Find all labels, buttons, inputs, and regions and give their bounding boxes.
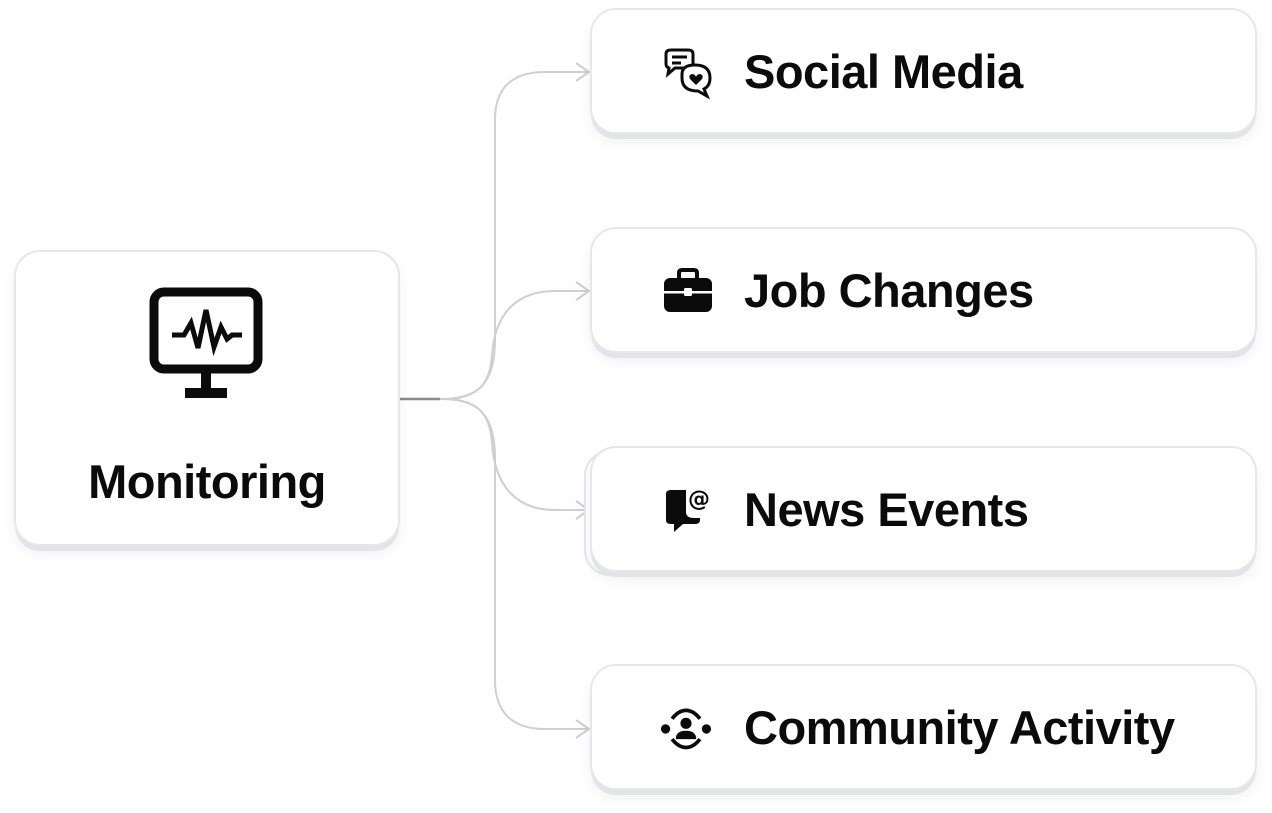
svg-text:@: @ (688, 487, 710, 512)
community-activity-label: Community Activity (744, 701, 1175, 754)
arrowhead-social-media (575, 62, 591, 82)
news-events-label: News Events (744, 483, 1029, 536)
monitoring-label: Monitoring (88, 455, 326, 508)
connector-job-changes (400, 290, 588, 400)
community-activity-node (590, 664, 1257, 790)
connector-community-activity (400, 398, 588, 730)
briefcase-icon (664, 268, 712, 312)
monitor-heartbeat-icon (149, 287, 263, 398)
community-people-icon (660, 708, 712, 750)
connector-social-media (400, 71, 588, 400)
news-events-node (590, 446, 1257, 572)
arrowhead-job-changes (575, 281, 591, 301)
speech-bubble-at-icon: @ (666, 487, 710, 532)
social-media-label: Social Media (744, 45, 1023, 98)
job-changes-label: Job Changes (744, 264, 1034, 317)
chat-bubbles-heart-icon (664, 48, 712, 100)
monitoring-node (14, 250, 400, 546)
arrowhead-community-activity (575, 719, 591, 739)
